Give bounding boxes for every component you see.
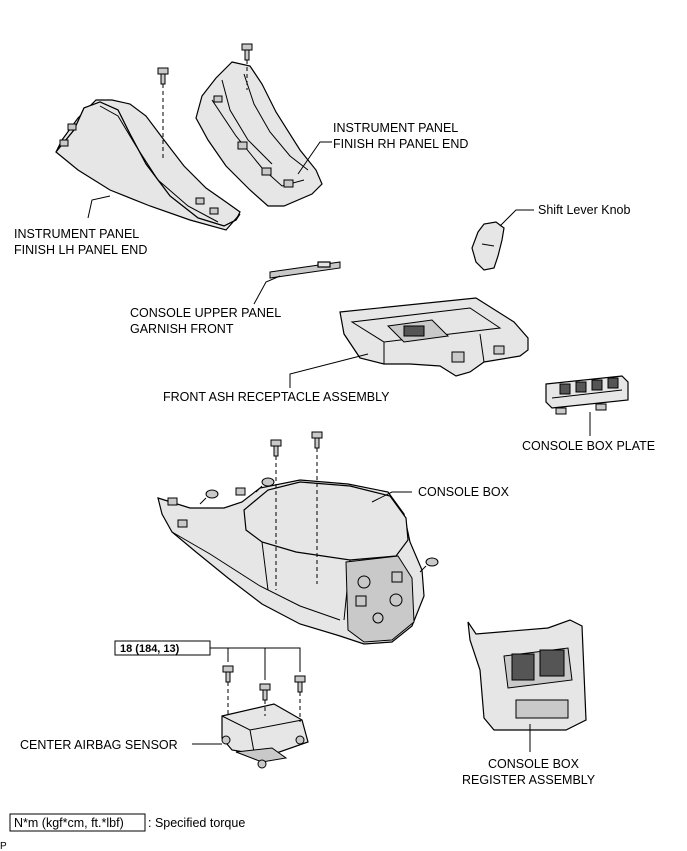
shift-lever-knob xyxy=(471,221,505,271)
leader-rh xyxy=(297,141,332,175)
leader-console xyxy=(371,491,412,503)
console-box-plate xyxy=(545,375,629,415)
console-upper-panel-garnish-front xyxy=(269,261,341,279)
label-front-ash-receptacle: FRONT ASH RECEPTACLE ASSEMBLY xyxy=(163,390,390,404)
bolt xyxy=(311,431,323,449)
label-rh-panel-end-line1: INSTRUMENT PANEL xyxy=(333,121,458,135)
legend-description: : Specified torque xyxy=(148,816,245,830)
label-register-line2: REGISTER ASSEMBLY xyxy=(462,773,596,787)
bolt xyxy=(259,683,271,701)
console-box-register-assembly xyxy=(467,619,587,731)
leader-lh xyxy=(87,195,111,219)
label-shift-lever-knob: Shift Lever Knob xyxy=(538,203,630,217)
leader-knob xyxy=(499,209,534,227)
screw xyxy=(255,477,275,493)
bolt xyxy=(157,67,169,85)
bolt xyxy=(294,675,306,693)
center-airbag-sensor xyxy=(221,703,309,769)
label-garnish-line2: GARNISH FRONT xyxy=(130,322,234,336)
label-console-box-plate: CONSOLE BOX PLATE xyxy=(522,439,655,453)
label-lh-panel-end-line1: INSTRUMENT PANEL xyxy=(14,227,139,241)
torque-callout: 18 (184, 13) xyxy=(114,640,301,680)
label-rh-panel-end-line2: FINISH RH PANEL END xyxy=(333,137,468,151)
console-box xyxy=(157,479,425,645)
legend: N*m (kgf*cm, ft.*lbf) : Specified torque xyxy=(9,813,245,832)
torque-value: 18 (184, 13) xyxy=(120,643,180,655)
front-ash-receptacle-assembly xyxy=(339,297,529,377)
leader-garnish xyxy=(253,275,281,305)
instrument-panel-finish-rh-panel-end xyxy=(195,61,323,207)
label-console-box: CONSOLE BOX xyxy=(418,485,510,499)
label-lh-panel-end-line2: FINISH LH PANEL END xyxy=(14,243,147,257)
instrument-panel-finish-lh-panel-end xyxy=(55,99,241,231)
label-garnish-line1: CONSOLE UPPER PANEL xyxy=(130,306,281,320)
bolt xyxy=(241,43,253,61)
screw xyxy=(199,489,219,505)
bolt xyxy=(222,665,234,683)
label-register-line1: CONSOLE BOX xyxy=(488,757,580,771)
corner-mark: P xyxy=(0,841,7,851)
label-center-airbag-sensor: CENTER AIRBAG SENSOR xyxy=(20,738,178,752)
screw xyxy=(419,557,439,573)
leader-ash xyxy=(289,353,369,388)
bolt xyxy=(270,439,282,457)
legend-unit-box: N*m (kgf*cm, ft.*lbf) xyxy=(14,816,124,830)
